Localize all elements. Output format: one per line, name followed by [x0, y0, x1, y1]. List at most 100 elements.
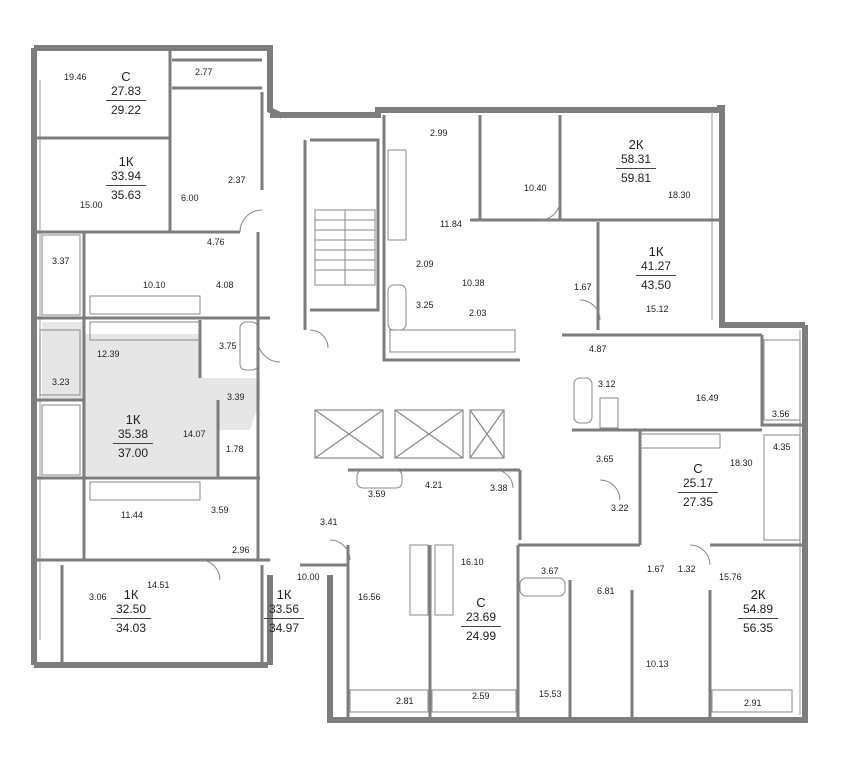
- apartment-area-living: 33.56: [268, 602, 300, 616]
- apartment-area-total: 43.50: [640, 278, 672, 292]
- room-area: 3.37: [52, 256, 70, 266]
- highlighted-apartment[interactable]: [42, 322, 260, 476]
- room-area: 19.46: [64, 72, 87, 82]
- room-area: 4.21: [425, 480, 443, 490]
- room-area: 1.67: [574, 282, 592, 292]
- apartment-label[interactable]: 1К 41.27 43.50: [621, 245, 691, 291]
- divider: [738, 618, 778, 619]
- room-area: 15.00: [80, 200, 103, 210]
- room-area: 1.32: [678, 564, 696, 574]
- apartment-label[interactable]: 1К 33.56 34.97: [249, 588, 319, 634]
- apartment-type: 1К: [123, 587, 139, 602]
- room-area: 18.30: [730, 458, 753, 468]
- divider: [461, 626, 501, 627]
- room-area: 1.67: [647, 564, 665, 574]
- apartment-label[interactable]: 2К 54.89 56.35: [723, 588, 793, 634]
- divider: [636, 275, 676, 276]
- apartment-type: 2К: [628, 137, 644, 152]
- room-area: 4.35: [773, 442, 791, 452]
- apartment-type: 1К: [648, 244, 664, 259]
- room-area: 2.03: [469, 308, 487, 318]
- room-area: 3.59: [211, 505, 229, 515]
- apartment-label[interactable]: С 25.17 27.35: [663, 462, 733, 508]
- apartment-type: С: [476, 595, 486, 610]
- apartment-area-living: 33.94: [110, 169, 142, 183]
- apartment-area-living: 58.31: [620, 152, 652, 166]
- room-area: 4.87: [589, 344, 607, 354]
- divider: [264, 618, 304, 619]
- room-area: 10.38: [462, 278, 485, 288]
- apartment-label[interactable]: С 23.69 24.99: [446, 596, 516, 642]
- apartment-area-total: 59.81: [620, 171, 652, 185]
- room-area: 2.09: [416, 259, 434, 269]
- room-area: 3.41: [320, 517, 338, 527]
- apartment-type: С: [693, 461, 703, 476]
- room-area: 2.81: [396, 696, 414, 706]
- room-area: 2.99: [430, 128, 448, 138]
- divider: [616, 168, 656, 169]
- apartment-type: 1К: [276, 587, 292, 602]
- divider: [678, 492, 718, 493]
- room-area: 11.44: [121, 510, 143, 520]
- room-area: 15.12: [646, 304, 669, 314]
- apartment-area-living: 25.17: [682, 476, 714, 490]
- room-area: 15.76: [719, 572, 742, 582]
- apartment-area-total: 27.35: [682, 495, 714, 509]
- room-area: 3.23: [52, 377, 70, 387]
- apartment-area-living: 32.50: [115, 602, 147, 616]
- room-area: 4.08: [216, 280, 234, 290]
- apartment-area-total: 56.35: [742, 621, 774, 635]
- divider: [106, 185, 146, 186]
- apartment-type: 2К: [750, 587, 766, 602]
- apartment-area-living: 27.83: [110, 84, 142, 98]
- divider: [111, 618, 151, 619]
- room-area: 3.56: [772, 409, 790, 419]
- apartment-type: 1К: [125, 412, 141, 427]
- apartment-area-total: 34.03: [115, 621, 147, 635]
- room-area: 6.00: [181, 193, 199, 203]
- room-area: 12.39: [97, 349, 120, 359]
- room-area: 10.40: [524, 183, 547, 193]
- room-area: 3.65: [596, 454, 614, 464]
- room-area: 15.53: [539, 689, 562, 699]
- divider: [113, 443, 153, 444]
- room-area: 3.25: [416, 300, 434, 310]
- apartment-area-total: 35.63: [110, 188, 142, 202]
- apartment-area-total: 34.97: [268, 621, 300, 635]
- apartment-label[interactable]: 1К 35.38 37.00: [98, 413, 168, 459]
- room-area: 14.07: [183, 429, 206, 439]
- exterior-walls: [31, 45, 808, 723]
- apartment-area-living: 23.69: [465, 610, 497, 624]
- apartment-label[interactable]: 2К 58.31 59.81: [601, 138, 671, 184]
- room-area: 3.06: [89, 592, 107, 602]
- room-area: 2.59: [472, 691, 490, 701]
- room-area: 16.10: [461, 557, 484, 567]
- apartment-area-living: 41.27: [640, 259, 672, 273]
- apartment-label[interactable]: 1К 33.94 35.63: [91, 155, 161, 201]
- apartment-type: С: [121, 69, 131, 84]
- room-area: 2.96: [232, 545, 250, 555]
- room-area: 2.91: [744, 698, 762, 708]
- apartment-area-total: 37.00: [117, 446, 149, 460]
- room-area: 14.51: [147, 580, 170, 590]
- room-area: 3.39: [227, 392, 245, 402]
- apartment-area-living: 35.38: [117, 427, 149, 441]
- apartment-area-total: 24.99: [465, 629, 497, 643]
- bathtubs: [239, 284, 593, 597]
- apartment-label[interactable]: 1К 32.50 34.03: [96, 588, 166, 634]
- room-area: 16.49: [696, 393, 719, 403]
- room-area: 2.77: [195, 67, 213, 77]
- interior-walls: [34, 48, 805, 720]
- room-area: 10.10: [143, 280, 166, 290]
- room-area: 10.00: [297, 572, 320, 582]
- room-area: 3.75: [219, 341, 237, 351]
- apartment-label[interactable]: С 27.83 29.22: [91, 70, 161, 116]
- room-area: 16.56: [358, 592, 381, 602]
- apartment-area-total: 29.22: [110, 103, 142, 117]
- apartment-type: 1К: [118, 154, 134, 169]
- apartment-area-living: 54.89: [742, 602, 774, 616]
- room-area: 2.37: [228, 175, 246, 185]
- room-area: 3.67: [541, 566, 559, 576]
- room-area: 3.22: [611, 503, 629, 513]
